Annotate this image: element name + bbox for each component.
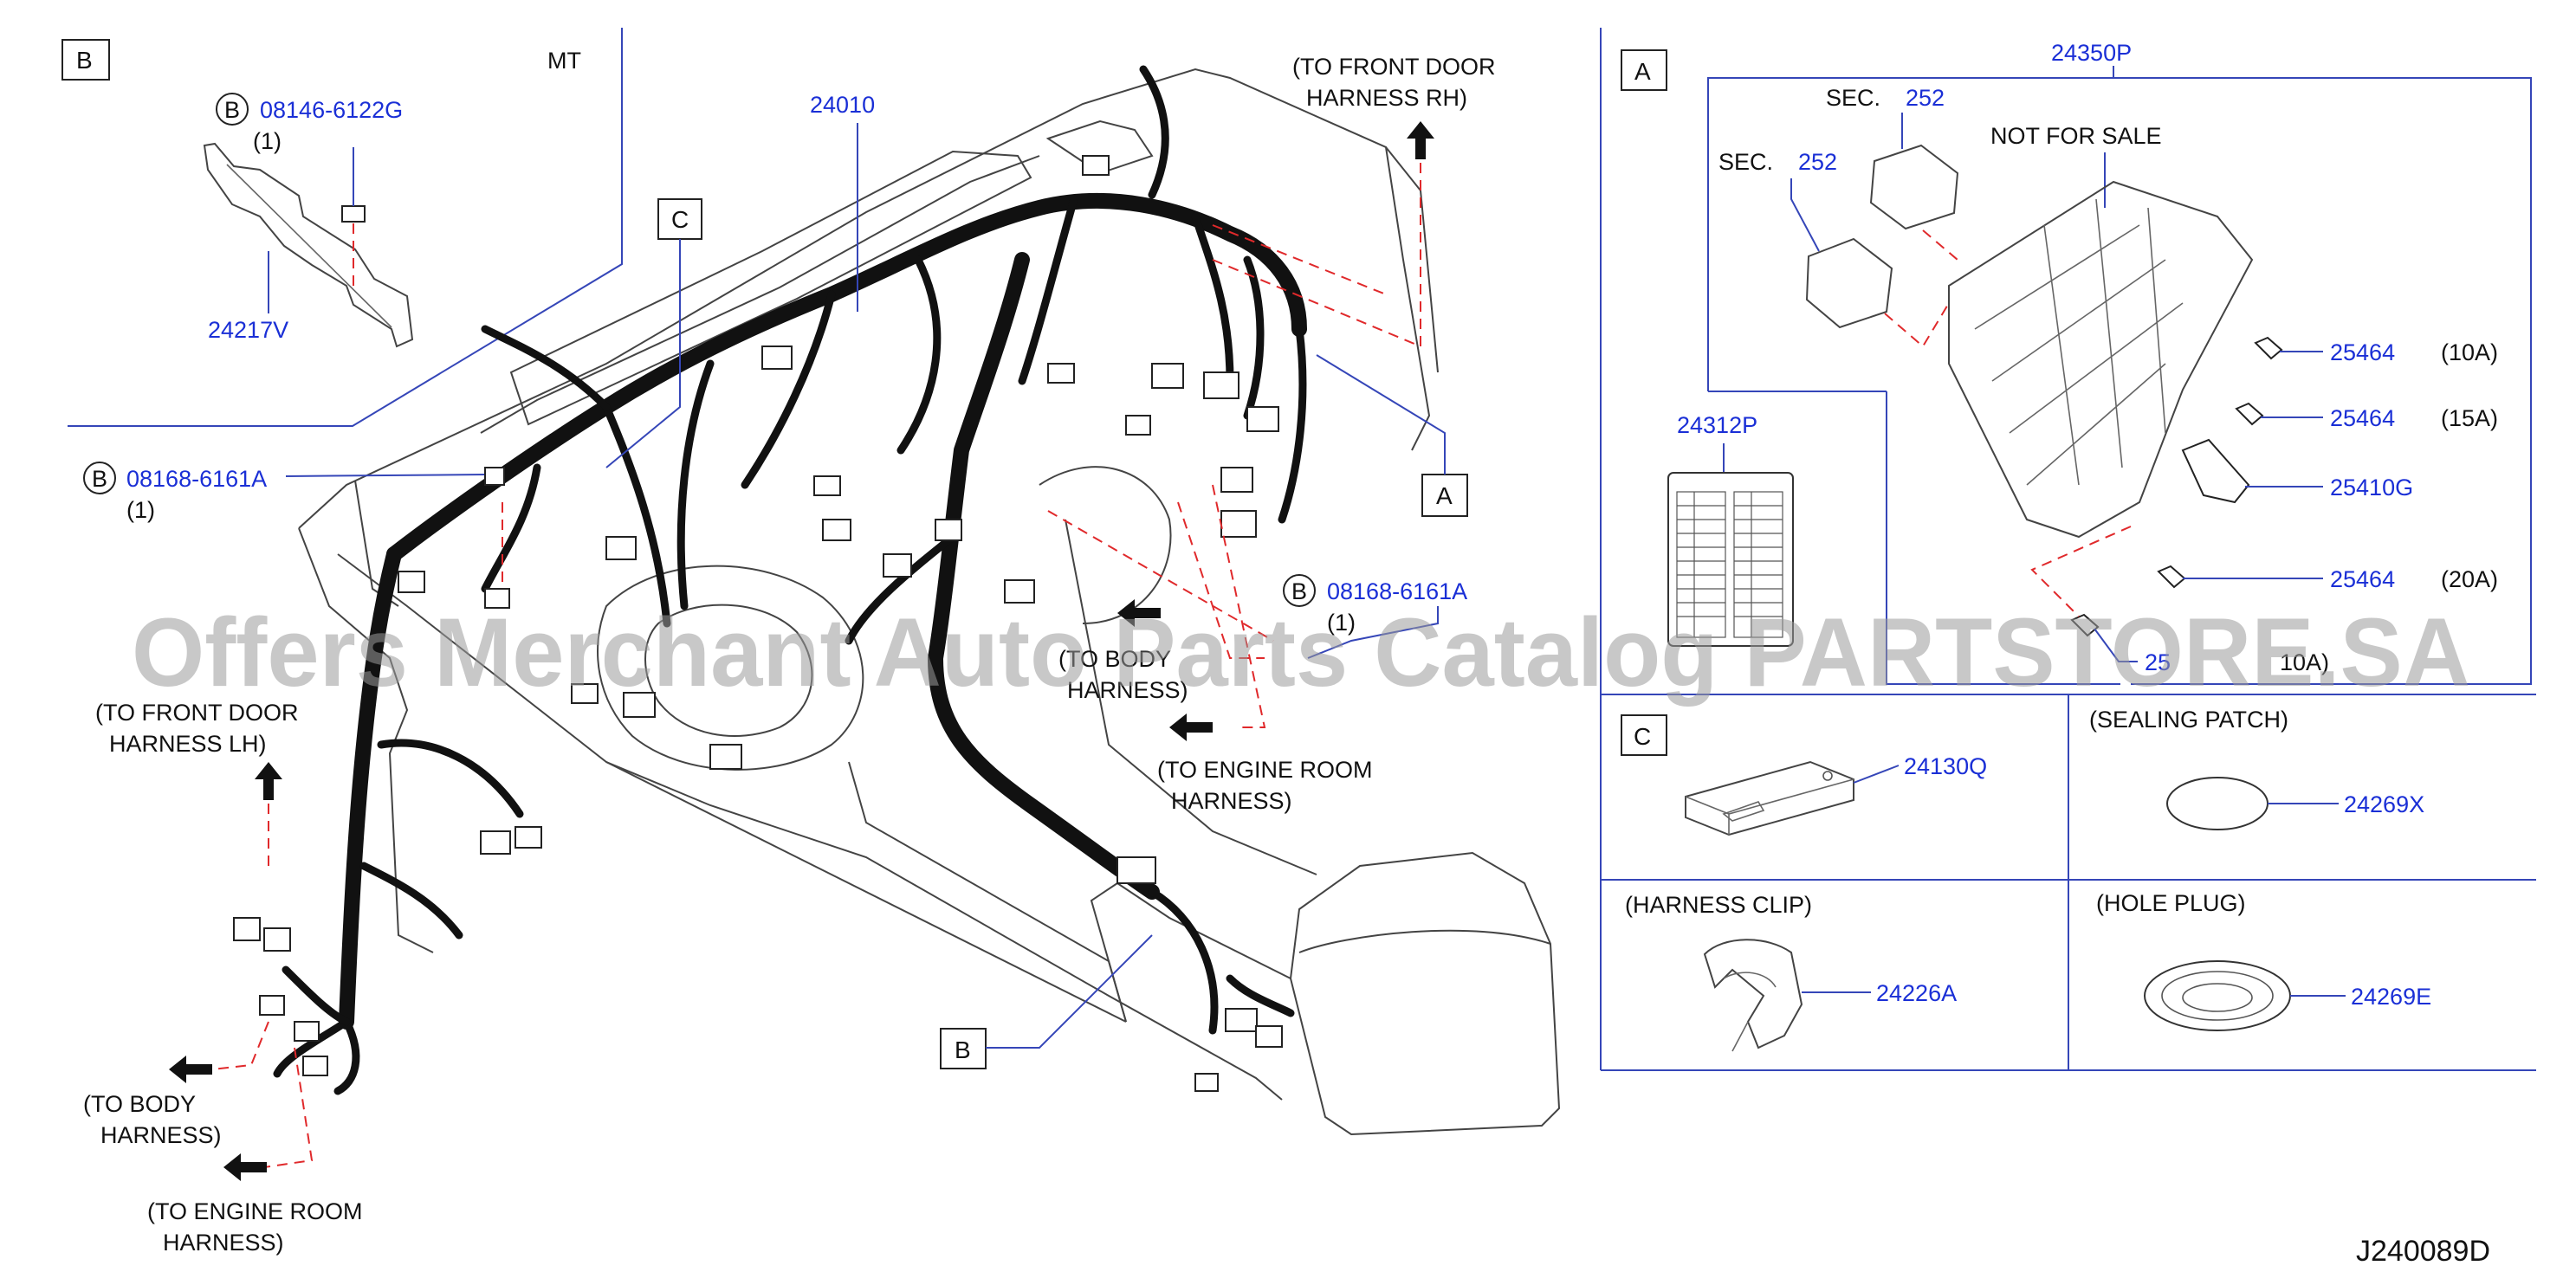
- detail-b-letter: B: [76, 47, 93, 74]
- detail-a-tag: [1621, 49, 1667, 91]
- to-front-door-rh-line2: HARNESS RH): [1306, 85, 1467, 111]
- hole-plug-title: (HOLE PLUG): [2096, 890, 2246, 916]
- to-body-left-line2: HARNESS): [100, 1122, 222, 1148]
- bolt-right-part-number: 08168-6161A: [1327, 578, 1467, 604]
- sec-number-lower: 252: [1798, 149, 1837, 175]
- hole-plug-part: 24269E: [2351, 984, 2431, 1010]
- arrow-left-body-icon: [1117, 599, 1161, 627]
- callout-b-circle: [216, 93, 249, 126]
- diagram-code: J240089D: [2356, 1235, 2490, 1268]
- fuse-icon-5: [2070, 613, 2100, 637]
- fuse-2-part: 25464: [2330, 405, 2395, 431]
- to-engine-room-center-line2: HARNESS): [1171, 788, 1292, 814]
- bolt-left-callout-circle: [83, 462, 116, 494]
- bolt-quantity: (1): [253, 128, 282, 154]
- to-engine-room-left-line1: (TO ENGINE ROOM: [147, 1198, 363, 1224]
- main-harness-24010: [273, 65, 1307, 1095]
- fuse-label-grid: [1676, 491, 1783, 638]
- watermark-text: Offers Merchant Auto Parts Catalog PARTS…: [132, 598, 2470, 707]
- harness-clip-shape: [1703, 939, 1803, 1049]
- harness-part-number: 24010: [810, 92, 875, 118]
- protector-part-number: 24130Q: [1904, 753, 1987, 779]
- main-labels: 24010 (TO FRONT DOOR HARNESS RH) C A B 0…: [83, 54, 1496, 1256]
- arrow-left-engine-lh-icon: [223, 1153, 267, 1181]
- bolt-left-part-number: 08168-6161A: [126, 466, 267, 492]
- callout-c-letter: C: [671, 206, 689, 233]
- fuse-5-part: 25: [2145, 649, 2171, 675]
- fuse-icon-2: [2235, 402, 2264, 426]
- bolt-left-callout-letter: B: [92, 466, 107, 492]
- fuse-4-rating: (20A): [2441, 566, 2498, 592]
- callout-c-tag: [657, 198, 702, 240]
- detail-b-variant: MT: [547, 48, 581, 74]
- bracket-part-number: 24217V: [208, 317, 288, 343]
- direction-arrows: [169, 121, 1434, 1181]
- fuse-icon-4: [2157, 565, 2186, 589]
- detail-a-letter: A: [1634, 58, 1651, 85]
- sec-label-lower: SEC.: [1718, 149, 1773, 175]
- bolt-part-number: 08146-6122G: [260, 97, 403, 123]
- to-front-door-rh-line1: (TO FRONT DOOR: [1292, 54, 1496, 80]
- callout-a-letter: A: [1436, 482, 1453, 509]
- sealing-patch-part: 24269X: [2344, 791, 2424, 817]
- fuse-2-rating: (15A): [2441, 405, 2498, 431]
- callout-a-tag: [1421, 474, 1468, 517]
- fuse-1-part: 25464: [2330, 339, 2395, 365]
- bracket-shape: [203, 142, 414, 348]
- harness-clip-part: 24226A: [1876, 980, 1957, 1006]
- bolt-right-callout-circle: [1283, 574, 1316, 607]
- relay-upper: [1869, 144, 1959, 230]
- bolt-right-callout-letter: B: [1291, 578, 1307, 604]
- sec-label-upper: SEC.: [1826, 85, 1880, 111]
- steering-column-shroud: [597, 565, 864, 771]
- to-engine-room-left-line2: HARNESS): [163, 1230, 284, 1256]
- sealing-patch-shape: [2166, 777, 2269, 830]
- to-engine-room-center-line1: (TO ENGINE ROOM: [1157, 757, 1373, 783]
- detail-c-letter: C: [1634, 723, 1651, 750]
- fuse-icon-1: [2254, 336, 2283, 360]
- fuse-block-24350p: [1948, 180, 2254, 539]
- relay-lower: [1805, 237, 1893, 329]
- not-for-sale-label: NOT FOR SALE: [1990, 123, 2162, 149]
- arrow-left-body-lh-icon: [169, 1056, 212, 1083]
- arrow-up-lh-icon: [255, 762, 282, 800]
- detail-b-tag: [61, 39, 110, 81]
- harness-clip-title: (HARNESS CLIP): [1625, 892, 1812, 918]
- detail-b-inset: B MT B 08146-6122G (1) 24217V: [61, 28, 623, 427]
- right-panel: A 24350P SEC. 252 SEC. 252 NOT FOR SALE …: [1600, 28, 2536, 1071]
- to-body-center-line2: HARNESS): [1067, 677, 1188, 703]
- center-console-box: [1289, 851, 1561, 1136]
- sec-number-upper: 252: [1906, 85, 1945, 111]
- detail-c-tag: [1621, 714, 1667, 756]
- fuse-3-part: 25410G: [2330, 475, 2413, 500]
- fuse-5-rating: 10A): [2280, 649, 2329, 675]
- to-front-door-lh-line2: HARNESS LH): [109, 731, 267, 757]
- harness-connectors: [233, 155, 1283, 1092]
- callout-b-lower-letter: B: [955, 1036, 971, 1063]
- bolt-left-qty: (1): [126, 497, 155, 523]
- fuse-puller-icon: [2181, 438, 2250, 504]
- arrow-up-rh-icon: [1407, 121, 1434, 159]
- fuse-4-part: 25464: [2330, 566, 2395, 592]
- routing-dashes: [211, 156, 1421, 1168]
- arrow-left-engine-icon: [1169, 714, 1213, 741]
- bolt-head-icon: [341, 205, 366, 223]
- bolt-left-icon: [484, 467, 505, 486]
- sealing-patch-title: (SEALING PATCH): [2089, 707, 2288, 733]
- junction-block-part-number: 24350P: [2051, 40, 2132, 66]
- to-front-door-lh-line1: (TO FRONT DOOR: [95, 700, 299, 726]
- callout-b-letter: B: [224, 97, 240, 123]
- to-body-center-line1: (TO BODY: [1058, 646, 1171, 672]
- protector-24130q: [1685, 760, 1854, 836]
- callout-b-tag-lower: [940, 1028, 987, 1069]
- fuse-1-rating: (10A): [2441, 339, 2498, 365]
- bolt-right-qty: (1): [1327, 610, 1356, 636]
- to-body-left-line1: (TO BODY: [83, 1091, 196, 1117]
- label-part-number: 24312P: [1677, 412, 1757, 438]
